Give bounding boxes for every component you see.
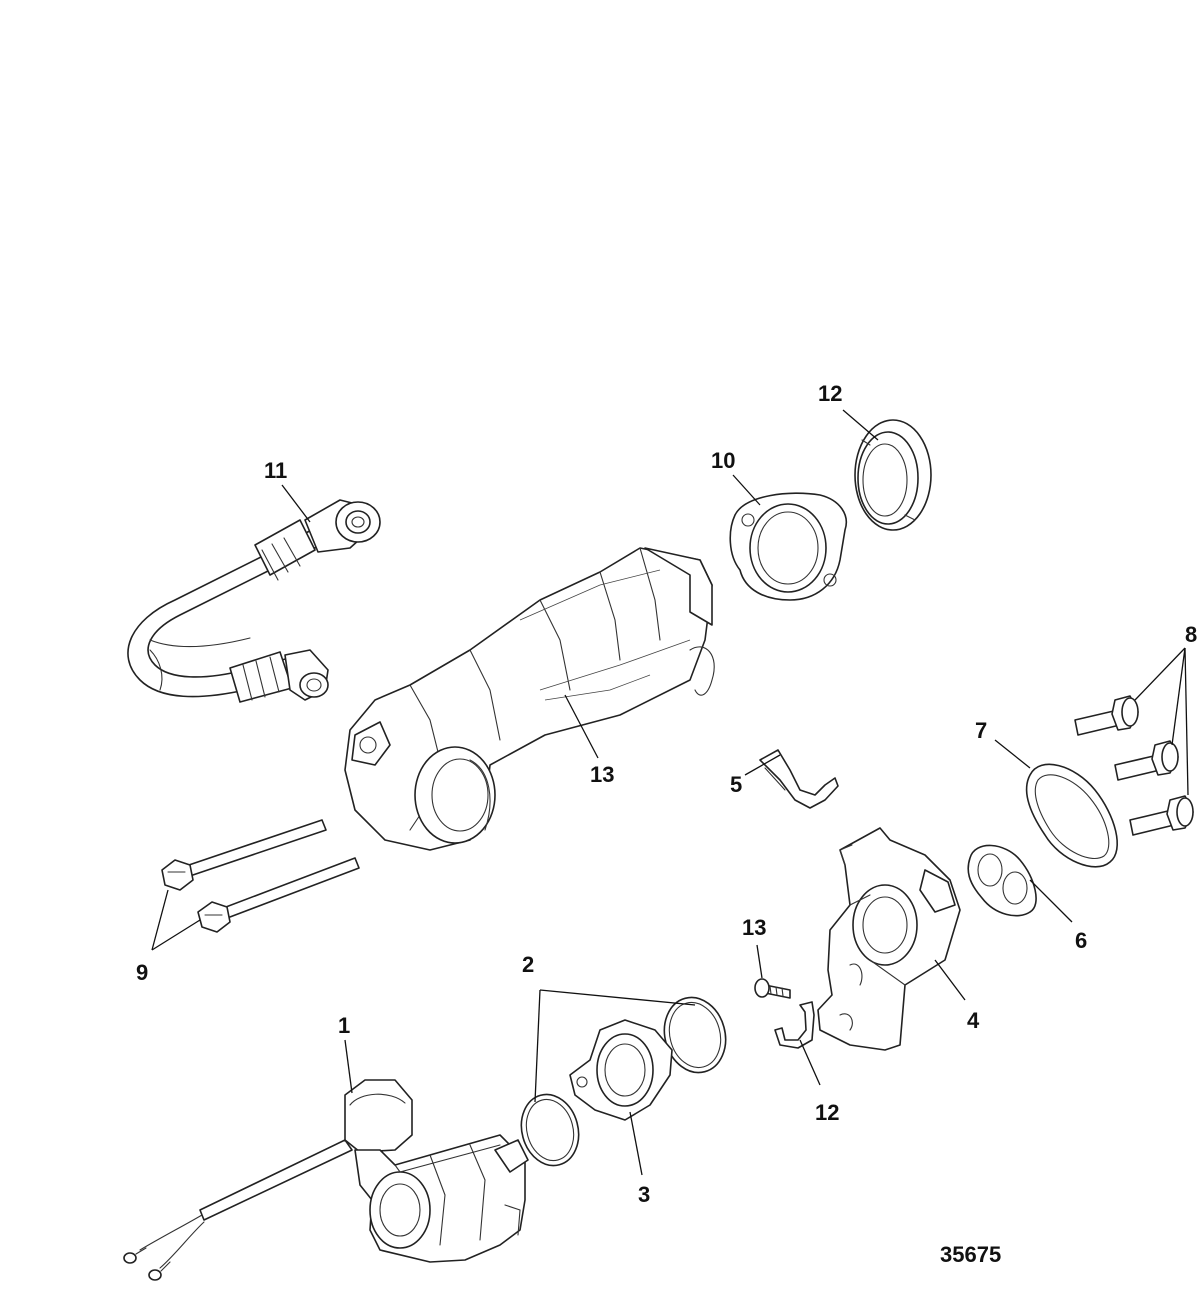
callout-8: 8 (1185, 622, 1197, 647)
part-5-clip (759, 749, 839, 809)
figure-number: 35675 (940, 1242, 1001, 1267)
callout-13-lower: 13 (742, 915, 766, 940)
callout-10: 10 (711, 448, 735, 473)
part-1-valve-assembly (123, 1079, 529, 1281)
part-8-bolts (1074, 695, 1194, 836)
part-6-gasket (967, 844, 1037, 917)
part-4-adapter (817, 827, 961, 1051)
callout-3: 3 (638, 1182, 650, 1207)
part-3-fitting (569, 1019, 673, 1121)
part-13-housing (344, 547, 715, 851)
part-2-o-rings (520, 996, 727, 1167)
callout-13-upper: 13 (590, 762, 614, 787)
callout-2: 2 (522, 952, 534, 977)
callout-9: 9 (136, 960, 148, 985)
part-11-hose (127, 499, 381, 703)
part-12-clip (774, 1001, 815, 1049)
callout-labels: 11 10 12 13 8 7 5 6 9 13 2 4 1 12 3 (136, 381, 1197, 1207)
part-7-oval-gasket (1025, 763, 1118, 868)
callout-6: 6 (1075, 928, 1087, 953)
callout-12-lower: 12 (815, 1100, 839, 1125)
part-12-seal-ring (854, 419, 932, 531)
leader-lines (151, 409, 1189, 1176)
part-9-long-bolts (161, 819, 360, 933)
callout-1: 1 (338, 1013, 350, 1038)
part-13-screw (754, 978, 791, 999)
callout-12-upper: 12 (818, 381, 842, 406)
callout-5: 5 (730, 772, 742, 797)
callout-7: 7 (975, 718, 987, 743)
part-10-flange (729, 492, 847, 601)
callout-11: 11 (264, 458, 287, 483)
callout-4: 4 (967, 1008, 980, 1033)
